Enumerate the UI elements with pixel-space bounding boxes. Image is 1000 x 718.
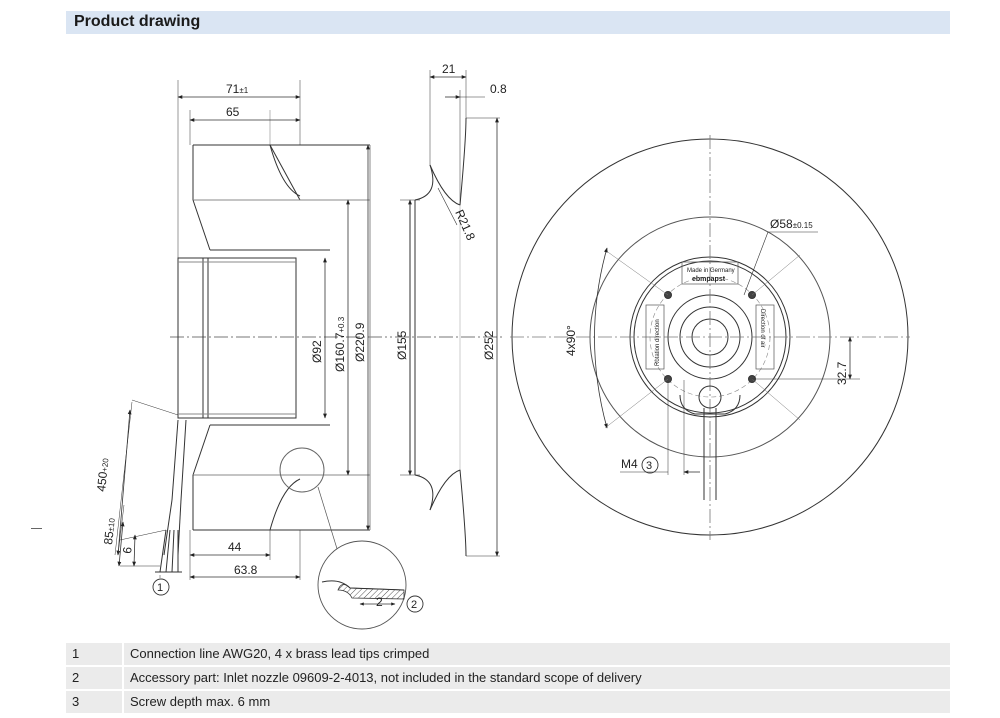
section-header: Product drawing: [66, 11, 950, 34]
dim-dia-155: Ø155: [395, 330, 409, 360]
side-view-dimensions: [114, 80, 370, 580]
svg-text:2: 2: [411, 599, 417, 611]
hub-right-text: Direction of air: [759, 309, 765, 348]
svg-text:1: 1: [157, 582, 163, 594]
hub-left-text: Rotation direction: [655, 319, 661, 366]
dim-dia-160-7: Ø160.7+0.3: [333, 316, 347, 372]
dim-dia-220-9: Ø220.9: [353, 322, 367, 362]
note-row: 3 Screw depth max. 6 mm: [66, 691, 950, 713]
svg-text:3: 3: [646, 460, 652, 472]
note-text: Screw depth max. 6 mm: [130, 694, 271, 709]
dim-0-8: 0.8: [490, 82, 507, 96]
detail-view: 2: [317, 486, 407, 630]
dim-21: 21: [442, 62, 456, 76]
front-view: [510, 135, 910, 540]
dim-r-21-8: R21.8: [452, 208, 478, 243]
note-number: 1: [72, 646, 80, 661]
note-separator: [122, 643, 124, 665]
section-title: Product drawing: [74, 13, 201, 30]
nozzle-dimensions: [400, 70, 500, 557]
dim-44: 44: [228, 540, 242, 554]
hub-made-in: Made in Germany: [687, 268, 735, 274]
note-text: Connection line AWG20, 4 x brass lead ti…: [130, 646, 430, 661]
side-view: [155, 110, 392, 573]
note-separator: [122, 691, 124, 713]
dim-6: 6: [120, 546, 135, 554]
front-view-labels: Ø58±0.15 4x90° 32.7 M4: [564, 217, 849, 471]
hub-brand: ebmpapst: [692, 276, 726, 283]
note-row: 1 Connection line AWG20, 4 x brass lead …: [66, 643, 950, 665]
svg-text:2: 2: [376, 595, 383, 609]
side-view-labels: 71±1 65 44 63.8 Ø92 Ø160.7+0.3 Ø220.9 45…: [94, 82, 367, 577]
product-drawing: 71±1 65 44 63.8 Ø92 Ø160.7+0.3 Ø220.9 45…: [94, 62, 910, 630]
note-number: 2: [72, 670, 80, 685]
dim-m4: M4: [621, 457, 638, 471]
dim-85: 85±10: [101, 517, 118, 546]
note-text: Accessory part: Inlet nozzle 09609-2-401…: [130, 670, 642, 685]
nozzle-labels: 21 0.8 R21.8 Ø155 Ø252: [395, 62, 507, 360]
dim-4x90: 4x90°: [564, 325, 578, 356]
note-number: 3: [72, 694, 80, 709]
dim-dia-92: Ø92: [310, 340, 324, 363]
note-row: 2 Accessory part: Inlet nozzle 09609-2-4…: [66, 667, 950, 689]
hub-labels: Made in Germany ebmpapst Rotation direct…: [655, 268, 765, 366]
dim-71: 71±1: [226, 82, 249, 96]
notes-table: 1 Connection line AWG20, 4 x brass lead …: [66, 643, 950, 715]
front-view-dimensions: [594, 231, 860, 475]
dim-63-8: 63.8: [234, 563, 258, 577]
dim-32-7: 32.7: [835, 361, 849, 385]
dim-65: 65: [226, 105, 240, 119]
callout-3: 3: [641, 456, 659, 474]
dim-450: 450+20: [94, 457, 111, 492]
note-separator: [122, 667, 124, 689]
dim-dia-252: Ø252: [482, 330, 496, 360]
dim-dia-58: Ø58±0.15: [770, 217, 813, 231]
callout-2: 2: [406, 595, 424, 613]
callout-1: 1: [152, 578, 170, 596]
stray-mark: [31, 528, 42, 529]
